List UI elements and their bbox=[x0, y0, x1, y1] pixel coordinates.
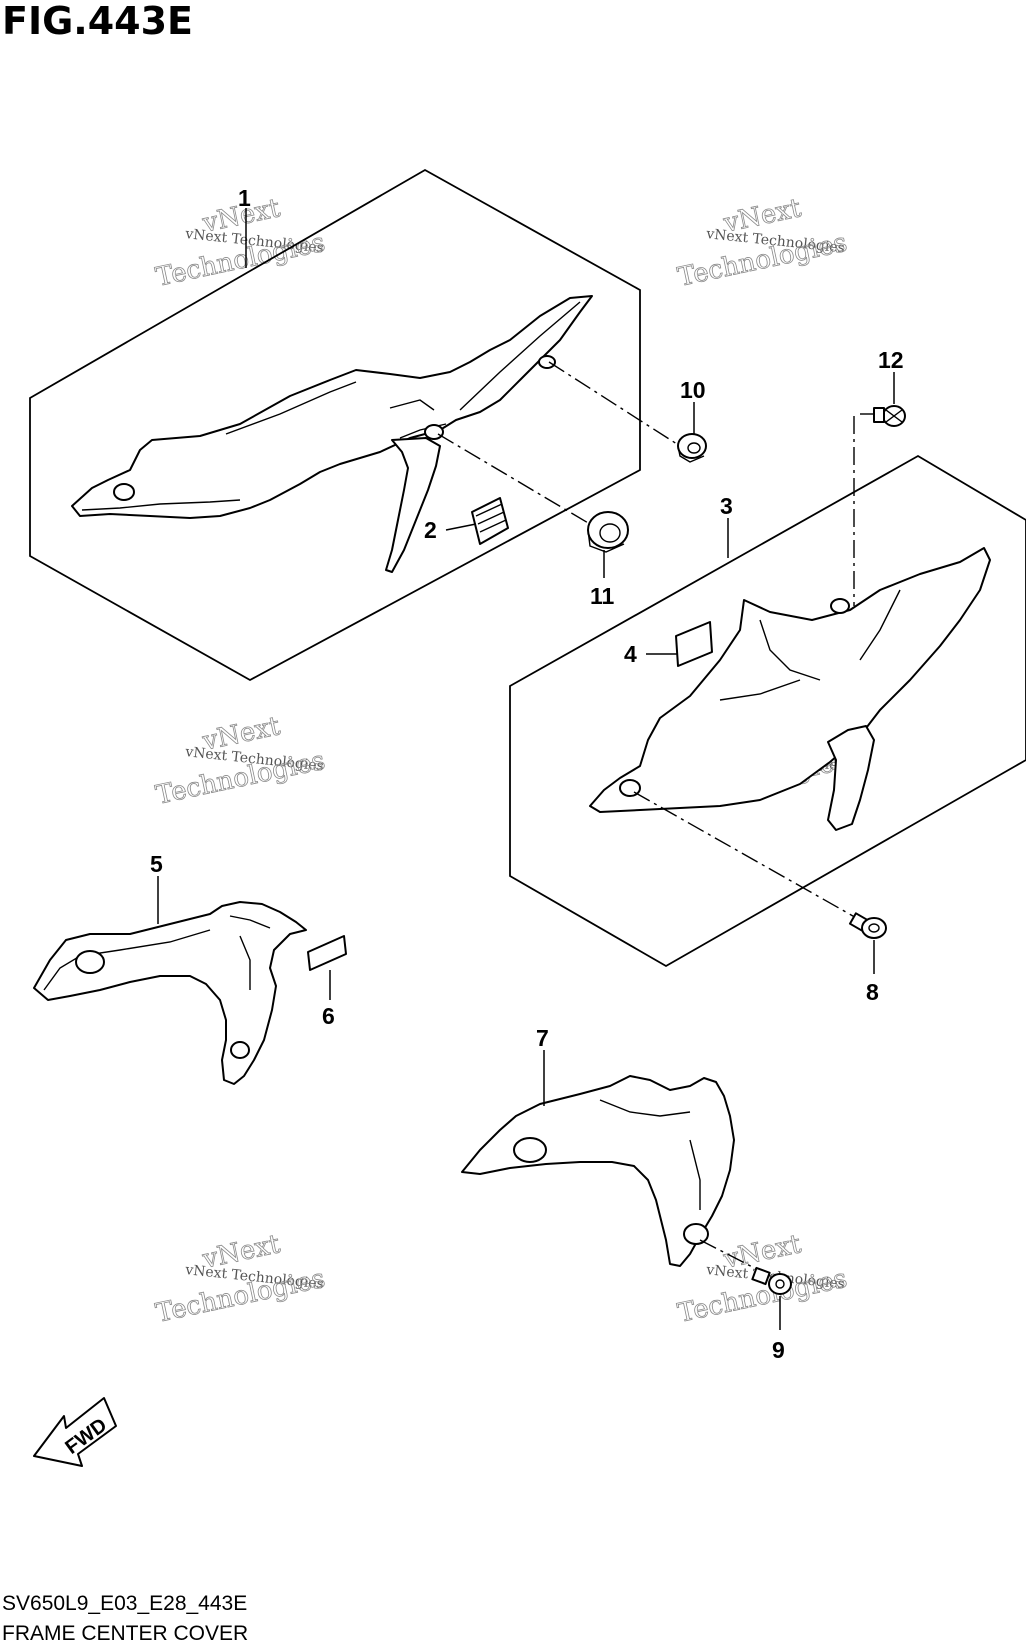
callout-7[interactable]: 7 bbox=[536, 1025, 549, 1051]
callout-10[interactable]: 10 bbox=[680, 377, 706, 403]
leader-2 bbox=[445, 523, 477, 531]
watermark-bottom-left: vNext Technologies vNext Technologies bbox=[153, 1229, 328, 1329]
part-7-cover[interactable] bbox=[461, 1075, 735, 1267]
part-6-label[interactable] bbox=[307, 935, 347, 971]
assembly-box-1 bbox=[29, 168, 641, 682]
callout-3[interactable]: 3 bbox=[720, 493, 733, 519]
dash-line-3-8 bbox=[633, 791, 861, 921]
fwd-arrow-icon: FWD bbox=[33, 1397, 117, 1467]
callout-2[interactable]: 2 bbox=[424, 517, 437, 543]
figure-title: FIG.443E bbox=[2, 0, 193, 43]
assembly-box-3 bbox=[509, 454, 1026, 968]
callout-5[interactable]: 5 bbox=[150, 851, 163, 877]
watermark-mid-left: vNext Technologies vNext Technologies bbox=[153, 711, 328, 811]
callout-12[interactable]: 12 bbox=[878, 347, 904, 373]
callout-1[interactable]: 1 bbox=[238, 185, 251, 211]
callout-9[interactable]: 9 bbox=[772, 1337, 785, 1363]
dash-line-1-11 bbox=[437, 433, 601, 531]
part-10-grommet[interactable] bbox=[677, 433, 707, 463]
part-12-bolt[interactable] bbox=[860, 405, 906, 427]
part-11-grommet[interactable] bbox=[587, 511, 629, 553]
part-8-screw[interactable] bbox=[848, 912, 887, 939]
callout-6[interactable]: 6 bbox=[322, 1003, 335, 1029]
part-1-frame-cover-left[interactable] bbox=[71, 295, 593, 573]
part-9-screw[interactable] bbox=[751, 1266, 792, 1295]
watermark-top-right: vNext Technologies vNext Technologies bbox=[675, 193, 850, 293]
part-5-cover[interactable] bbox=[33, 901, 307, 1085]
figure-code: SV650L9_E03_E28_443E bbox=[2, 1592, 247, 1615]
part-4-label[interactable] bbox=[675, 621, 713, 667]
callout-8[interactable]: 8 bbox=[866, 979, 879, 1005]
dash-line-1-10 bbox=[548, 361, 681, 447]
callout-11[interactable]: 11 bbox=[590, 583, 615, 609]
callout-4[interactable]: 4 bbox=[624, 641, 637, 667]
part-3-frame-cover-right[interactable] bbox=[589, 547, 991, 831]
part-2-label[interactable] bbox=[471, 497, 509, 545]
figure-name: FRAME CENTER COVER bbox=[2, 1622, 248, 1645]
